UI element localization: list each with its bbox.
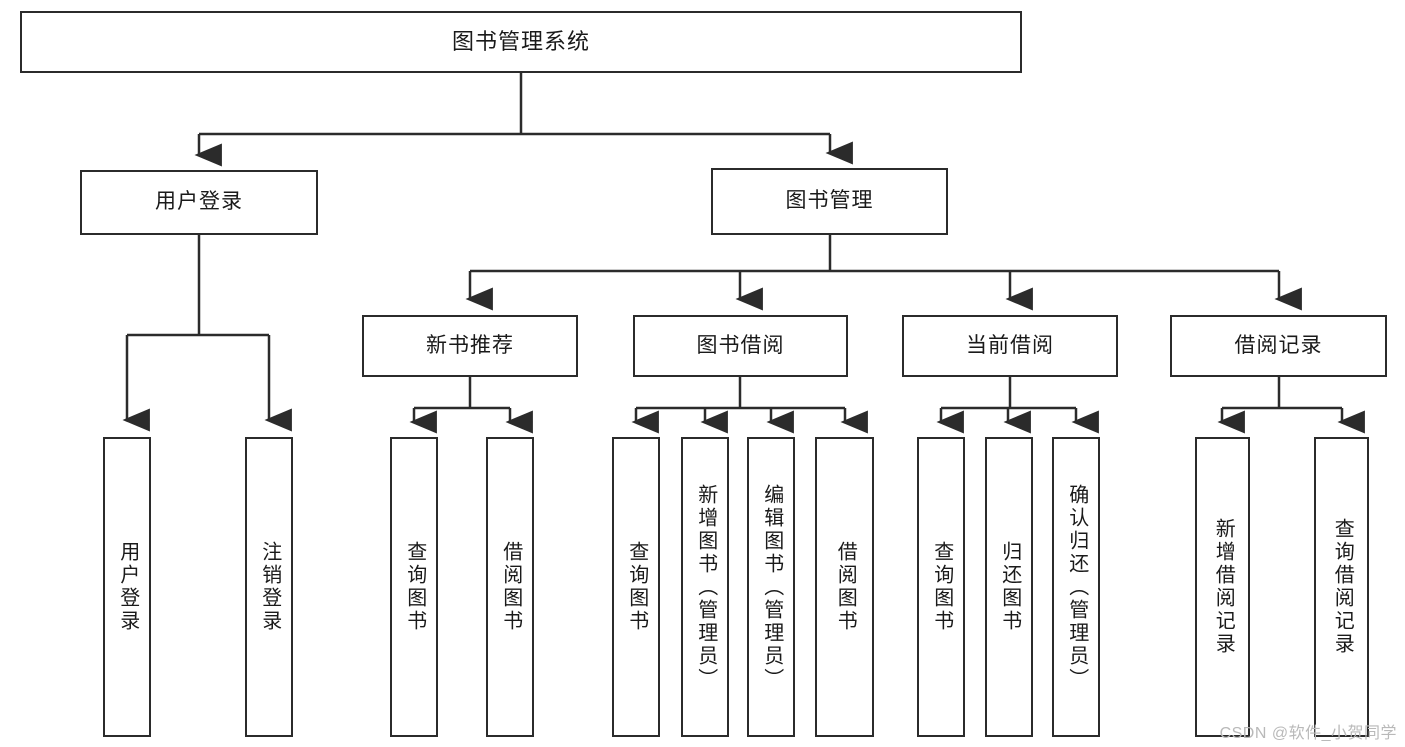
node-book-borrow[interactable]: 图书借阅 xyxy=(633,315,848,377)
node-user-login-label: 用户登录 xyxy=(155,190,243,214)
leaf-confirm-return-label: 确认归还（管理员） xyxy=(1065,483,1088,691)
leaf-confirm-return[interactable]: 确认归还（管理员） xyxy=(1052,437,1100,737)
node-user-login[interactable]: 用户登录 xyxy=(80,170,318,235)
node-book-manage-label: 图书管理 xyxy=(785,189,874,213)
leaf-borrow-book-1-label: 借阅图书 xyxy=(499,541,522,633)
leaf-return-book-label: 归还图书 xyxy=(998,541,1021,633)
leaf-query-book-3[interactable]: 查询图书 xyxy=(917,437,965,737)
node-root-label: 图书管理系统 xyxy=(451,29,590,55)
leaf-return-book[interactable]: 归还图书 xyxy=(985,437,1033,737)
node-borrow-record-label: 借阅记录 xyxy=(1234,333,1323,357)
leaf-user-login-label: 用户登录 xyxy=(116,541,139,633)
leaf-add-book[interactable]: 新增图书（管理员） xyxy=(681,437,729,737)
leaf-query-book-2[interactable]: 查询图书 xyxy=(612,437,660,737)
leaf-query-book-1[interactable]: 查询图书 xyxy=(390,437,438,737)
leaf-query-record-label: 查询借阅记录 xyxy=(1331,518,1354,656)
leaf-query-book-1-label: 查询图书 xyxy=(403,541,426,633)
leaf-add-record[interactable]: 新增借阅记录 xyxy=(1195,437,1250,737)
leaf-logout-login-label: 注销登录 xyxy=(258,541,281,633)
leaf-user-login[interactable]: 用户登录 xyxy=(103,437,151,737)
node-current-borrow[interactable]: 当前借阅 xyxy=(902,315,1118,377)
leaf-edit-book[interactable]: 编辑图书（管理员） xyxy=(747,437,795,737)
leaf-logout-login[interactable]: 注销登录 xyxy=(245,437,293,737)
leaf-borrow-book-1[interactable]: 借阅图书 xyxy=(486,437,534,737)
node-current-borrow-label: 当前借阅 xyxy=(966,333,1054,357)
node-new-book-recommend[interactable]: 新书推荐 xyxy=(362,315,578,377)
leaf-query-book-2-label: 查询图书 xyxy=(625,541,648,633)
leaf-add-record-label: 新增借阅记录 xyxy=(1212,518,1235,656)
leaf-borrow-book-2-label: 借阅图书 xyxy=(834,541,857,633)
node-new-book-recommend-label: 新书推荐 xyxy=(426,333,514,357)
node-book-borrow-label: 图书借阅 xyxy=(696,333,785,357)
leaf-edit-book-label: 编辑图书（管理员） xyxy=(760,483,783,691)
leaf-query-book-3-label: 查询图书 xyxy=(930,541,953,633)
node-book-manage[interactable]: 图书管理 xyxy=(711,168,948,235)
csdn-watermark: CSDN @软件_小贺同学 xyxy=(1219,725,1397,742)
node-root[interactable]: 图书管理系统 xyxy=(20,11,1022,73)
leaf-add-book-label: 新增图书（管理员） xyxy=(694,483,717,691)
leaf-query-record[interactable]: 查询借阅记录 xyxy=(1314,437,1369,737)
node-borrow-record[interactable]: 借阅记录 xyxy=(1170,315,1387,377)
leaf-borrow-book-2[interactable]: 借阅图书 xyxy=(815,437,874,737)
